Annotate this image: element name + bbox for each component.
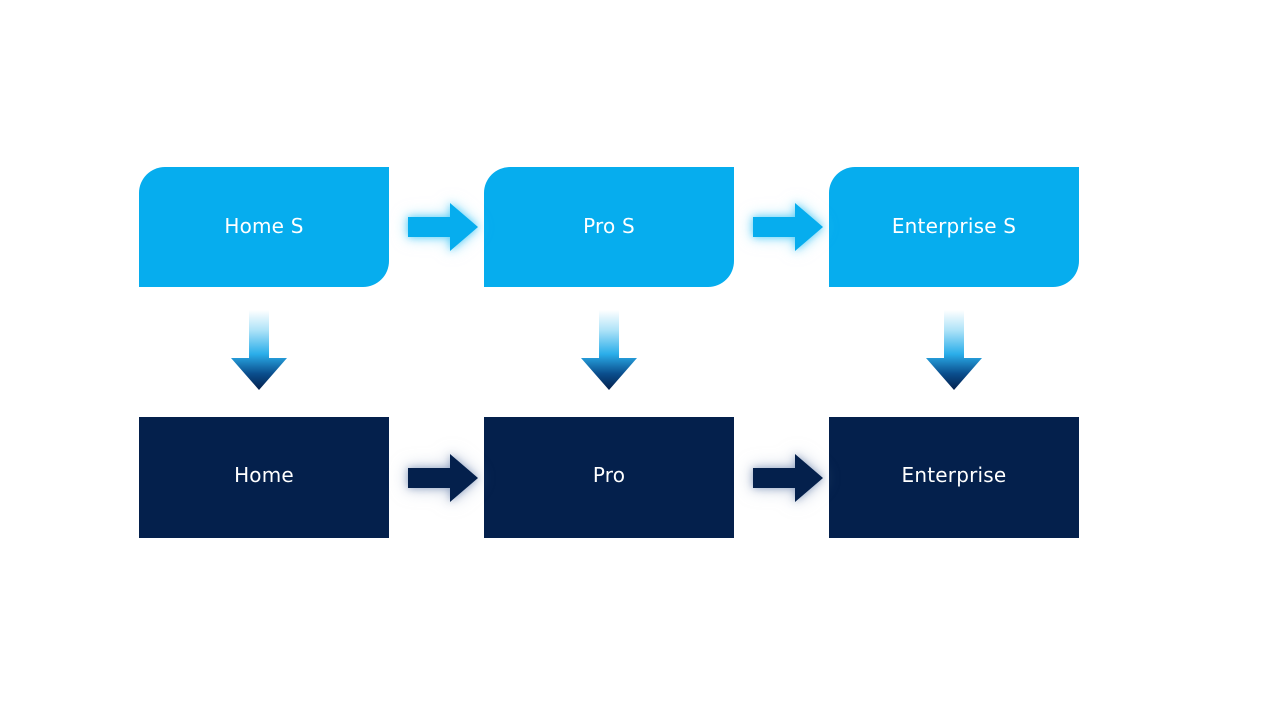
node-home-s[interactable]: Home S [139,167,389,287]
node-enterprise[interactable]: Enterprise [829,417,1079,538]
node-enterprise-s-label: Enterprise S [891,214,1017,238]
node-enterprise-s[interactable]: Enterprise S [829,167,1079,287]
arrow-pro-s-to-enterprise-s [753,203,823,251]
arrow-enterprise-s-to-enterprise [926,310,982,390]
node-pro-s-label: Pro S [583,214,635,238]
node-home-label: Home [234,462,294,487]
arrow-home-s-to-home [231,310,287,390]
arrow-home-s-to-pro-s [408,203,478,251]
node-pro[interactable]: Pro [484,417,734,538]
node-home-s-label: Home S [224,214,304,238]
arrow-home-to-pro [408,454,478,502]
node-enterprise-label: Enterprise [901,462,1007,487]
node-pro-s[interactable]: Pro S [484,167,734,287]
node-pro-label: Pro [592,462,626,487]
arrow-pro-to-enterprise [753,454,823,502]
arrow-pro-s-to-pro [581,310,637,390]
node-home[interactable]: Home [139,417,389,538]
